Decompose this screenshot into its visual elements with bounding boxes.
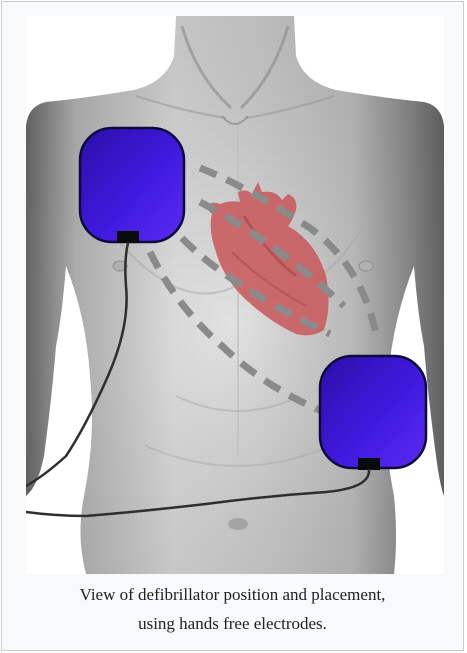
upper-right-chest-pad [80, 128, 184, 243]
figure-caption: View of defibrillator position and place… [10, 580, 455, 638]
illustration-svg [26, 16, 444, 574]
lower-left-chest-pad [320, 356, 426, 470]
caption-line-1: View of defibrillator position and place… [10, 580, 455, 609]
defibrillator-illustration [26, 16, 444, 574]
caption-line-2: using hands free electrodes. [10, 609, 455, 638]
torso-drawing [26, 16, 444, 574]
